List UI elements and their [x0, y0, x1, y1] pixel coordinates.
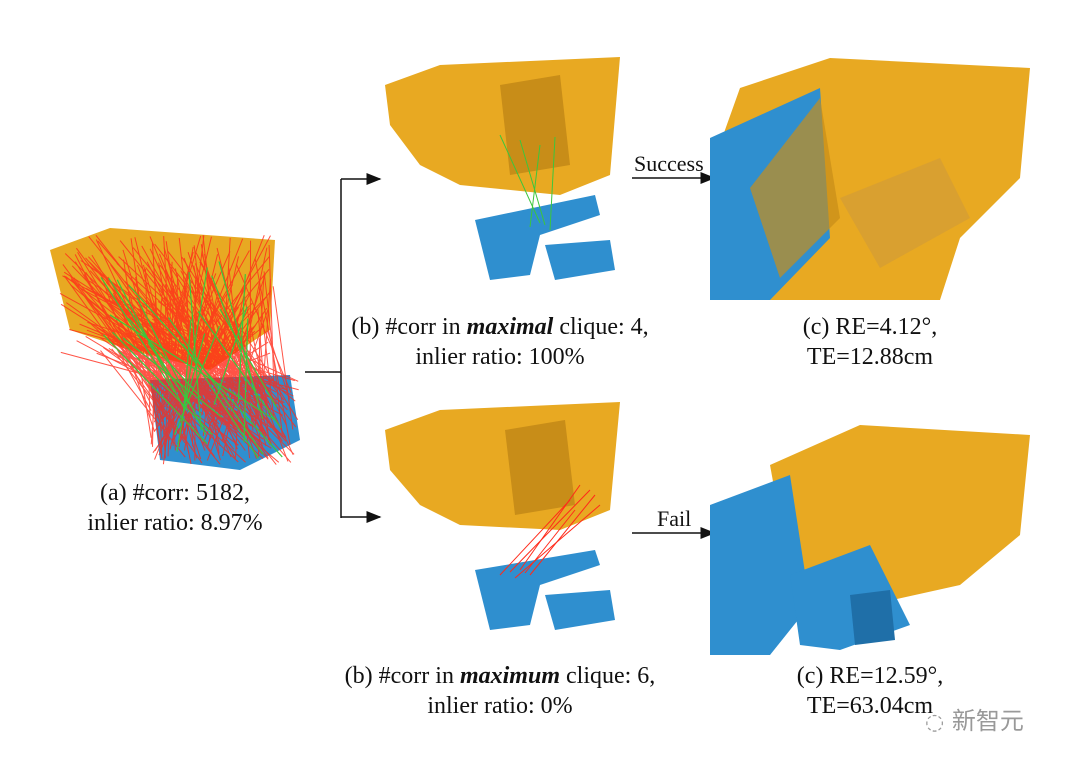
caption-c-top-line1: (c) RE=4.12°, [802, 314, 938, 340]
caption-c-top-line2: TE=12.88cm [806, 344, 934, 370]
inlier-correspondence [108, 277, 189, 403]
outlier-correspondence [85, 335, 272, 449]
inlier-correspondence [109, 314, 276, 421]
outlier-correspondence [112, 325, 167, 382]
outlier-correspondence [85, 257, 198, 386]
fail-label: Fail [657, 506, 692, 531]
outlier-correspondence [107, 276, 180, 409]
caption-text: (b) #corr in [351, 314, 467, 340]
caption-c-top: (c) RE=4.12°, TE=12.88cm [740, 312, 1000, 372]
outlier-correspondence [163, 247, 221, 447]
outlier-correspondence [149, 236, 238, 450]
outlier-correspondence [164, 284, 221, 461]
success-registration-image [710, 58, 1030, 300]
caption-b-bottom-line2: inlier ratio: 0% [427, 693, 573, 719]
caption-emphasis: maximum [459, 663, 560, 689]
caption-b-top-line1: (b) #corr in maximal clique: 4, [340, 312, 660, 342]
outlier-correspondence [272, 286, 294, 430]
watermark: ◌ 新智元 [925, 701, 1024, 736]
inlier-correspondence [211, 275, 257, 392]
caption-text: clique: 6, [560, 663, 656, 689]
outlier-correspondence [257, 279, 271, 458]
inlier-correspondence [243, 318, 249, 443]
outlier-correspondence [268, 244, 275, 386]
caption-a-line1: (a) #corr: 5182, [100, 480, 250, 506]
outlier-correspondence [102, 347, 239, 446]
outlier-correspondence [258, 283, 275, 416]
outlier-correspondence [254, 258, 291, 445]
outlier-correspondence [109, 295, 299, 382]
fail-registration-image [710, 425, 1030, 655]
caption-b-top-line2: inlier ratio: 100% [415, 344, 585, 370]
inlier-correspondence [112, 331, 213, 435]
outlier-correspondence [169, 266, 283, 441]
caption-c-bottom-line2: TE=63.04cm [806, 693, 934, 719]
outlier-correspondence [152, 290, 272, 453]
inlier-correspondence [219, 308, 278, 408]
caption-c-bottom-line1: (c) RE=12.59°, [796, 663, 944, 689]
outlier-correspondence [193, 265, 218, 395]
caption-text: (b) #corr in [344, 663, 460, 689]
caption-a-line2: inlier ratio: 8.97% [87, 510, 263, 536]
inlier-correspondence [188, 272, 202, 431]
outlier-correspondence [163, 236, 176, 451]
outlier-correspondence [99, 337, 230, 425]
caption-text: clique: 4, [553, 314, 649, 340]
input-correspondences-image [50, 228, 300, 470]
wechat-icon: ◌ [925, 710, 945, 735]
success-label: Success [634, 151, 704, 176]
outlier-correspondence [152, 235, 202, 396]
caption-b-bottom: (b) #corr in maximum clique: 6, inlier r… [330, 661, 670, 721]
outlier-correspondence [151, 243, 166, 459]
caption-c-bottom: (c) RE=12.59°, TE=63.04cm [740, 661, 1000, 721]
inlier-correspondence [237, 274, 246, 403]
outlier-correspondence [167, 250, 285, 401]
caption-b-top: (b) #corr in maximal clique: 4, inlier r… [340, 312, 660, 372]
inlier-correspondence [213, 306, 248, 405]
outlier-correspondence [228, 268, 251, 459]
maximum-clique-image [385, 402, 620, 630]
inlier-correspondence [100, 277, 176, 393]
outlier-correspondence [221, 308, 269, 442]
watermark-text: 新智元 [951, 707, 1024, 735]
caption-a: (a) #corr: 5182, inlier ratio: 8.97% [60, 478, 290, 538]
caption-emphasis: maximal [466, 314, 554, 340]
inlier-correspondence [136, 297, 207, 435]
outlier-correspondence [164, 261, 173, 455]
maximal-clique-image [385, 57, 620, 280]
outlier-correspondence [100, 350, 186, 458]
outlier-correspondence [254, 274, 265, 428]
inlier-correspondence [128, 284, 283, 458]
outlier-correspondence [168, 256, 270, 382]
inlier-correspondence [103, 334, 208, 445]
outlier-correspondence [235, 264, 292, 394]
inlier-correspondence [127, 317, 202, 399]
outlier-correspondence [193, 303, 246, 394]
inlier-correspondence [167, 317, 264, 455]
outlier-correspondence [202, 235, 223, 412]
outlier-correspondence [93, 306, 167, 386]
outlier-correspondence [257, 309, 270, 441]
outlier-correspondence [154, 238, 244, 460]
caption-b-bottom-line1: (b) #corr in maximum clique: 6, [330, 661, 670, 691]
inlier-correspondence [176, 267, 208, 452]
